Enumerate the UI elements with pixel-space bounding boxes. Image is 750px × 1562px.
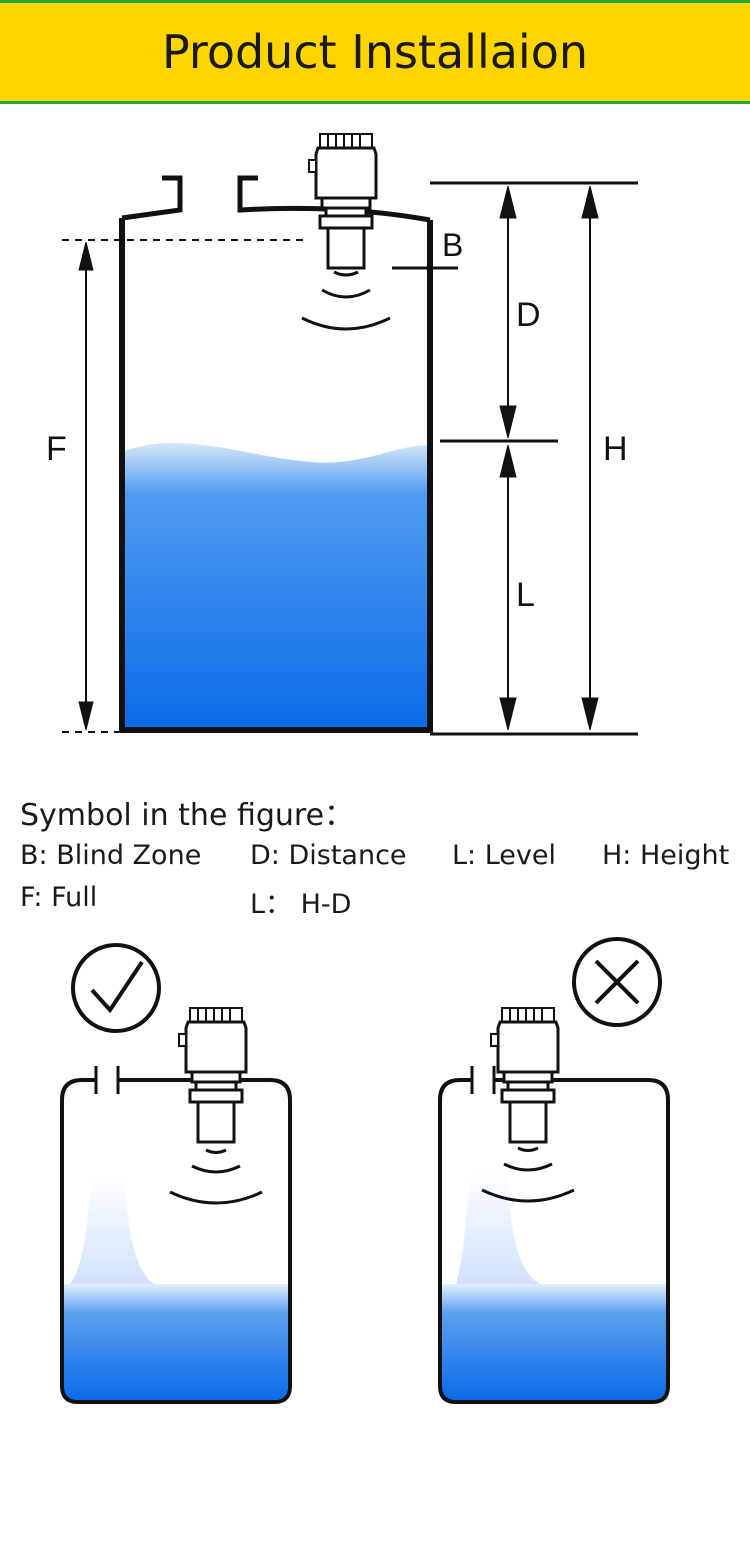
main-sound-waves	[301, 270, 391, 331]
check-icon	[90, 960, 144, 1014]
main-tank	[119, 132, 433, 733]
wrong-sensor	[489, 1006, 560, 1144]
main-sensor	[307, 132, 378, 270]
label-l: L	[516, 576, 535, 614]
dimension-f	[62, 239, 304, 733]
symbol-legend: Symbol in the figure： B: Blind Zone D: D…	[20, 790, 740, 924]
wrong-install-tank	[438, 937, 670, 1404]
legend-title: Symbol in the figure：	[20, 798, 355, 833]
legend-item-level: L: Level	[452, 840, 556, 871]
dimension-d	[499, 185, 517, 439]
cross-icon	[594, 959, 640, 1005]
legend-row-1: B: Blind Zone D: Distance L: Level H: He…	[20, 840, 740, 882]
legend-row-2: F: Full L： H-D	[20, 882, 740, 924]
label-f: F	[46, 430, 67, 468]
label-b: B	[442, 227, 463, 263]
dimension-l	[499, 444, 517, 731]
main-tank-water	[122, 443, 430, 730]
dimension-h	[581, 185, 599, 731]
legend-item-full: F: Full	[20, 882, 98, 913]
correct-install-tank	[60, 943, 292, 1404]
legend-item-distance: D: Distance	[250, 840, 407, 871]
correct-sound-waves	[169, 1148, 263, 1205]
wrong-tank-splash	[456, 1172, 540, 1284]
header-banner: Product Installaion	[0, 0, 750, 104]
correct-tank-splash	[70, 1178, 154, 1284]
legend-item-height: H: Height	[602, 840, 730, 871]
wrong-tank-water	[440, 1284, 666, 1400]
label-h: H	[603, 430, 628, 468]
correct-tank-water	[62, 1284, 288, 1400]
page-title: Product Installaion	[161, 25, 589, 79]
label-d: D	[516, 296, 541, 334]
installation-diagram: F B D L H	[46, 132, 670, 1404]
legend-item-level-formula: L： H-D	[250, 889, 352, 920]
check-circle	[71, 943, 161, 1033]
wrong-sound-waves	[481, 1146, 575, 1203]
legend-item-blind-zone: B: Blind Zone	[20, 840, 202, 871]
correct-sensor	[177, 1006, 248, 1144]
